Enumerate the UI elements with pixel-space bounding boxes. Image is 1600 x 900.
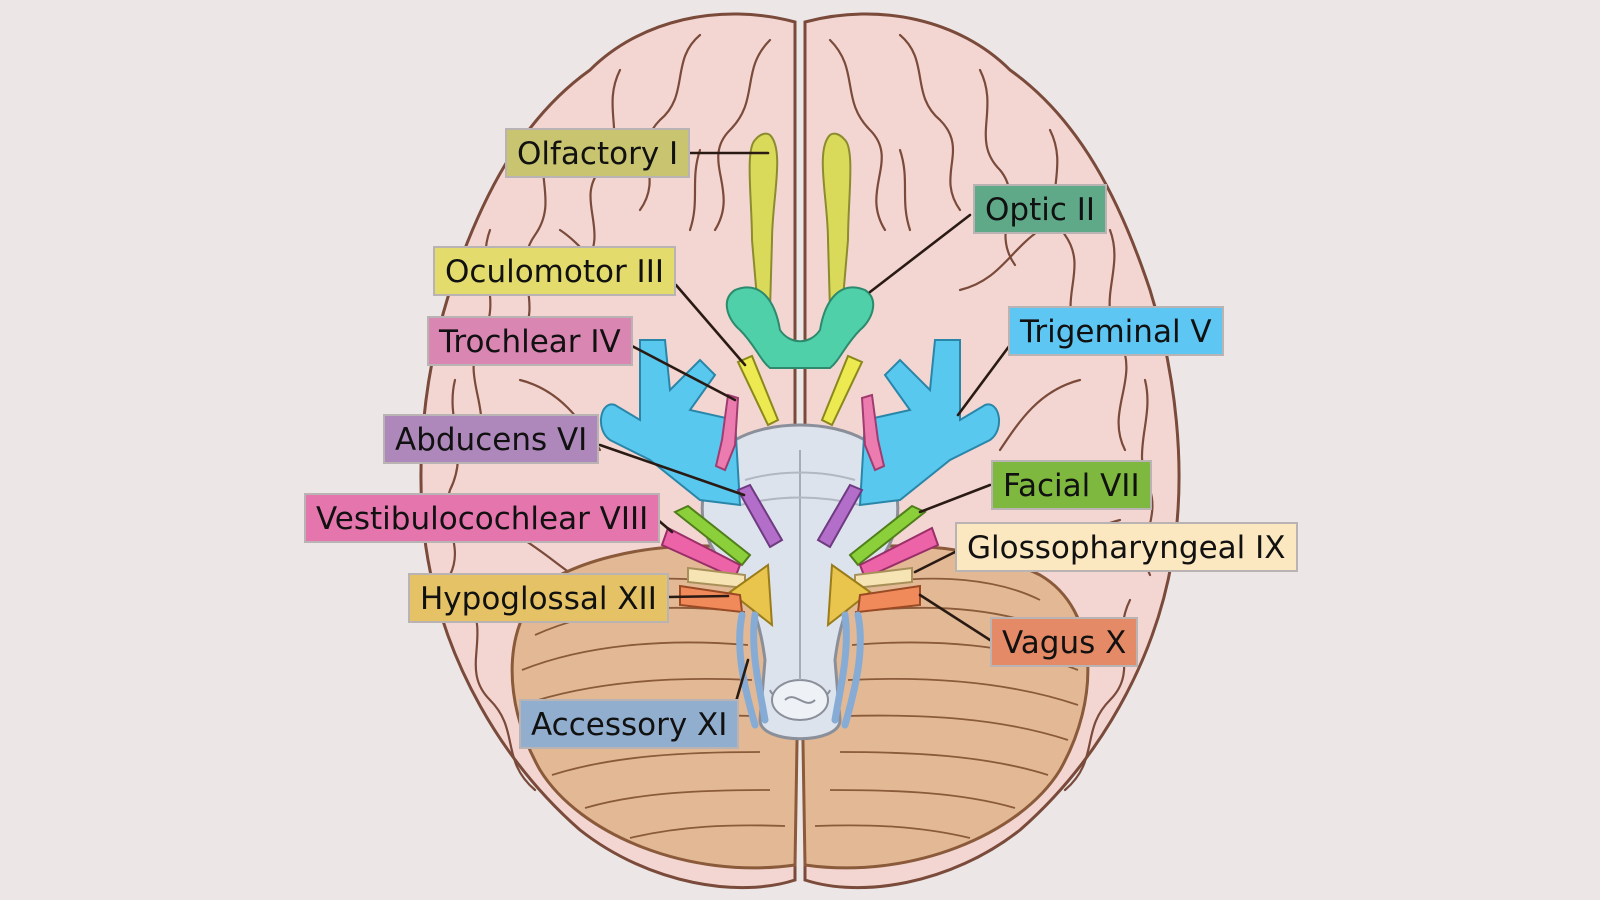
label-leader-lines bbox=[598, 151, 1012, 707]
trochlear-nerve bbox=[714, 393, 886, 472]
label-facial: Facial VII bbox=[991, 460, 1152, 510]
label-vestibulocochlear: Vestibulocochlear VIII bbox=[304, 493, 661, 543]
accessory-nerve bbox=[736, 611, 864, 729]
oculomotor-nerve bbox=[736, 354, 864, 427]
label-glossopharyngeal: Glossopharyngeal IX bbox=[955, 522, 1298, 572]
label-oculomotor: Oculomotor III bbox=[433, 246, 676, 296]
label-vagus: Vagus X bbox=[990, 617, 1139, 667]
label-trigeminal: Trigeminal V bbox=[1008, 306, 1224, 356]
hypoglossal-nerve bbox=[728, 563, 872, 628]
label-abducens: Abducens VI bbox=[383, 414, 600, 464]
label-hypoglossal: Hypoglossal XII bbox=[408, 573, 669, 623]
label-optic: Optic II bbox=[973, 184, 1108, 234]
optic-chiasm bbox=[725, 286, 875, 369]
label-olfactory: Olfactory I bbox=[505, 128, 691, 178]
label-accessory: Accessory XI bbox=[519, 699, 740, 749]
abducens-nerve bbox=[736, 483, 864, 549]
facial-nerve bbox=[673, 504, 927, 567]
trigeminal-nerve bbox=[599, 339, 1001, 507]
olfactory-nerve bbox=[748, 132, 852, 311]
label-trochlear: Trochlear IV bbox=[427, 316, 633, 366]
